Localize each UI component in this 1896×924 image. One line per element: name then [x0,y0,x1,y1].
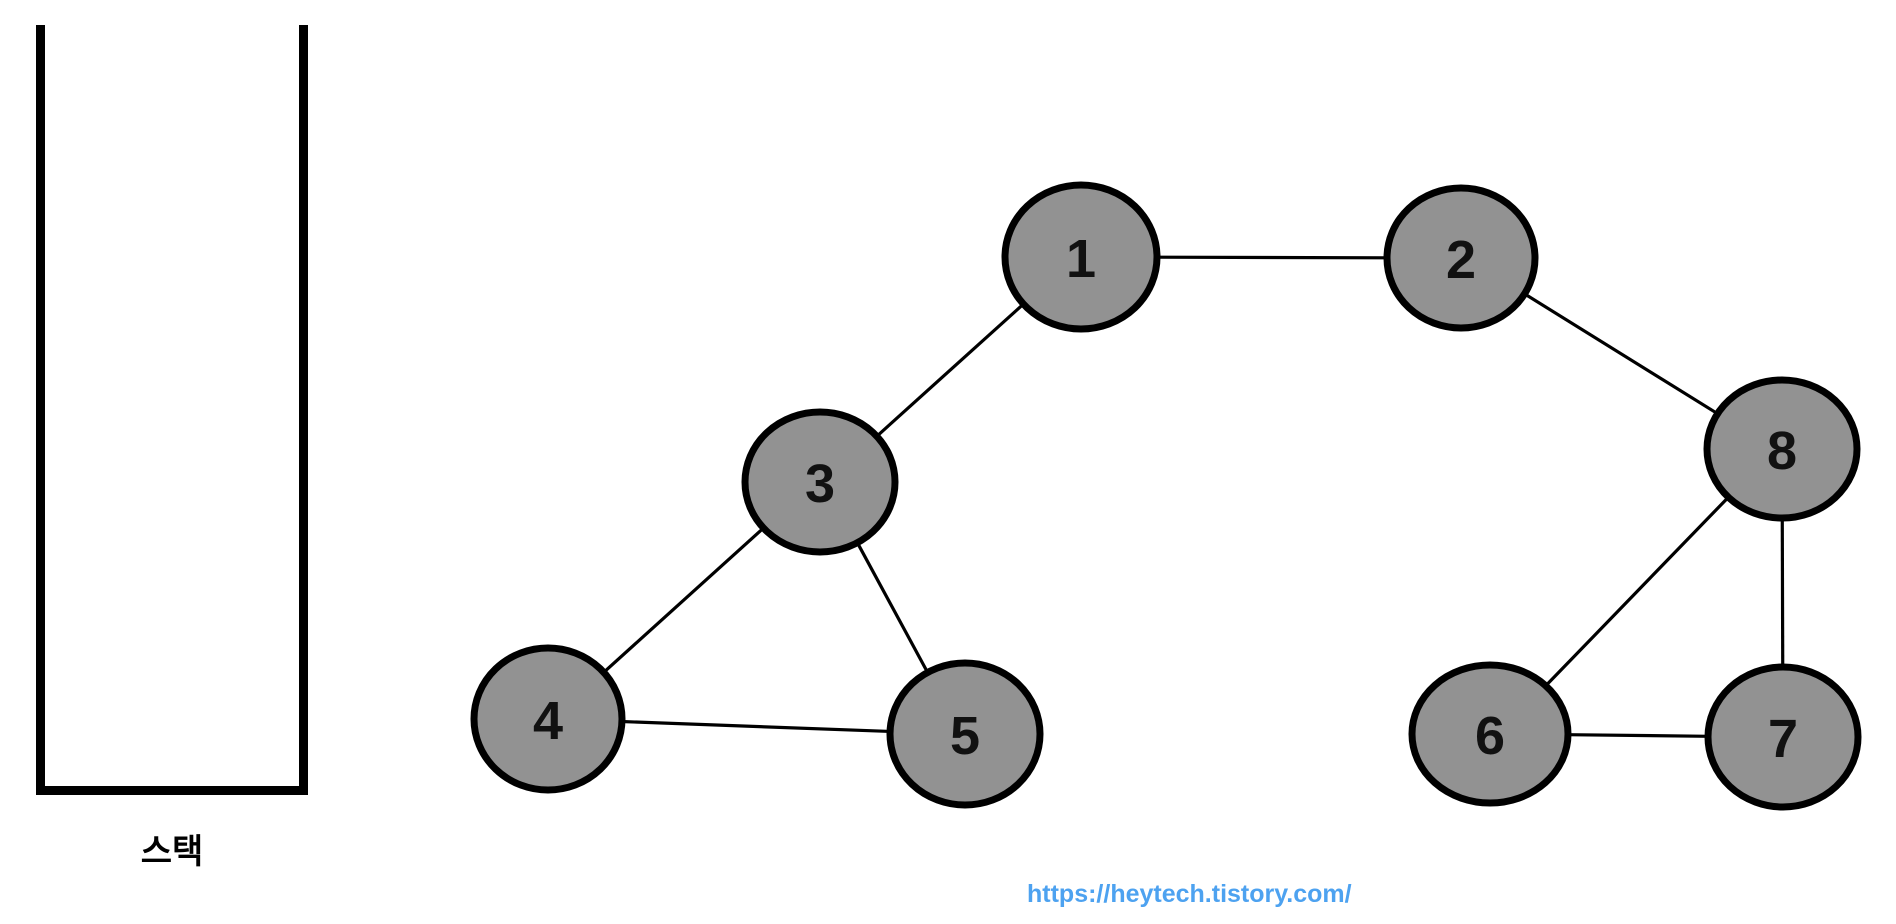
node-3-shape[interactable] [741,408,899,556]
graph-edge-6-8 [1544,495,1731,688]
graph-node-3[interactable]: 3 [741,408,899,556]
stack-bottom-wall [36,786,308,795]
node-7-shape[interactable] [1704,663,1862,811]
graph-node-7[interactable]: 7 [1704,663,1862,811]
node-3-label: 3 [805,454,835,514]
graph-node-5[interactable]: 5 [886,659,1044,809]
graph-node-8[interactable]: 8 [1703,376,1861,522]
graph-edge-2-8 [1523,292,1720,416]
graph-edge-1-3 [875,302,1026,438]
graph-node-4[interactable]: 4 [470,644,626,794]
node-4-shape[interactable] [470,644,626,794]
graph-node-6[interactable]: 6 [1408,661,1572,807]
graph-edge-3-5 [855,541,930,674]
graph-edge-6-7 [1567,733,1709,738]
node-4-label: 4 [533,691,563,751]
graph-edges [602,255,1785,738]
graph-node-1[interactable]: 1 [1001,181,1161,333]
stack-container [36,25,308,795]
node-6-shape[interactable] [1408,661,1572,807]
node-7-label: 7 [1768,709,1798,769]
watermark-url: https://heytech.tistory.com/ [1027,880,1352,908]
graph-nodes: 1 2 3 4 5 6 7 8 [470,181,1862,811]
node-5-label: 5 [950,706,980,766]
node-8-label: 8 [1767,421,1797,481]
graph-edge-4-5 [621,719,891,734]
stack-left-wall [36,25,45,795]
node-1-shape[interactable] [1001,181,1161,333]
node-6-label: 6 [1475,706,1505,766]
stack-right-wall [299,25,308,795]
graph-edge-3-4 [602,526,766,675]
node-2-shape[interactable] [1383,184,1539,332]
node-5-shape[interactable] [886,659,1044,809]
node-8-shape[interactable] [1703,376,1861,522]
graph-edge-1-2 [1156,255,1388,260]
node-2-label: 2 [1446,230,1476,290]
node-1-label: 1 [1066,229,1096,289]
graph-node-2[interactable]: 2 [1383,184,1539,332]
stack-label: 스택 [141,833,204,871]
